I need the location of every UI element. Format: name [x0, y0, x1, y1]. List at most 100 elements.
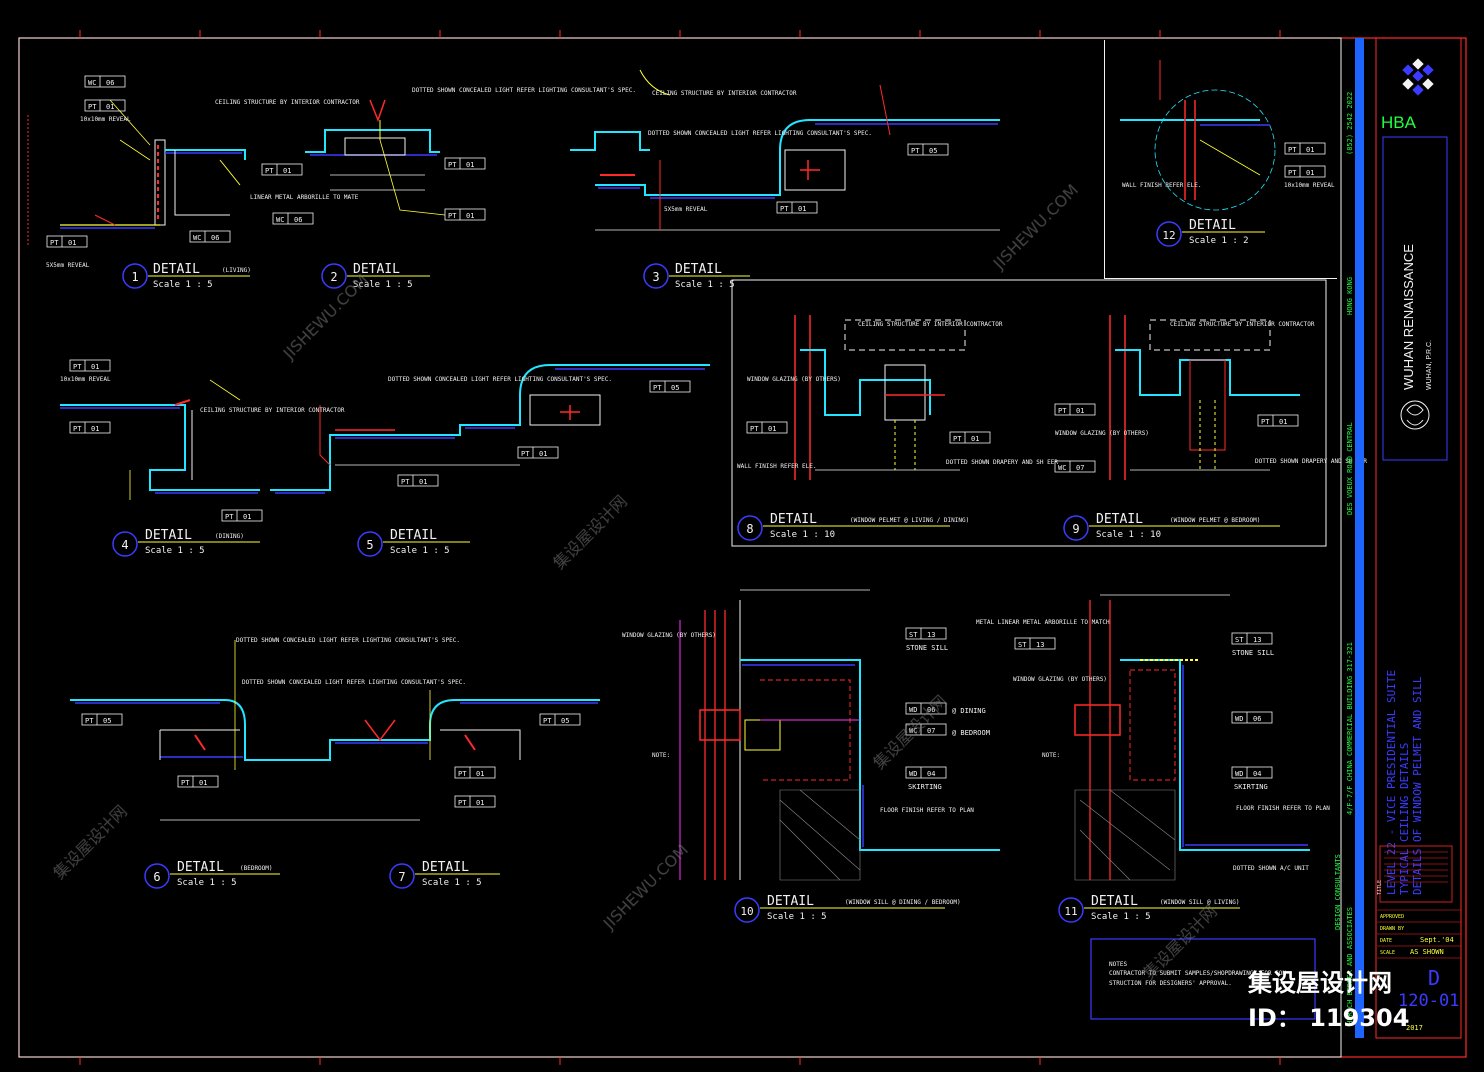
svg-text:PT: PT: [543, 717, 552, 725]
detail-label-4: 4 DETAIL Scale 1 : 5 (DINING): [112, 528, 260, 557]
note-wall-d8: WALL FINISH REFER ELE.: [737, 463, 816, 470]
svg-text:ST: ST: [1018, 641, 1027, 649]
title-panel: [1375, 37, 1462, 1039]
svg-text:Scale 1 : 5: Scale 1 : 5: [767, 912, 827, 922]
annotations: 10x10mm REVEAL 5X5mm REVEAL CEILING STRU…: [46, 87, 1367, 872]
svg-text:集设屋设计网: 集设屋设计网: [549, 492, 630, 573]
detail-label-12: 12 DETAIL Scale 1 : 2: [1156, 218, 1265, 247]
svg-text:Scale 1 : 5: Scale 1 : 5: [390, 546, 450, 556]
svg-text:JISHEWU.COM: JISHEWU.COM: [599, 840, 692, 933]
svg-text:Scale 1 : 5: Scale 1 : 5: [177, 878, 237, 888]
svg-text:PT: PT: [448, 212, 457, 220]
svg-text:01: 01: [466, 212, 474, 220]
svg-text:WD: WD: [1235, 770, 1243, 778]
note-ceiling-d8: CEILING STRUCTURE BY INTERIOR CONTRACTOR: [858, 321, 1003, 328]
svg-text:3: 3: [652, 270, 659, 284]
svg-text:DETAIL: DETAIL: [1096, 512, 1143, 527]
svg-text:Scale 1 : 10: Scale 1 : 10: [770, 530, 835, 540]
svg-text:PT: PT: [73, 363, 82, 371]
project-location: WUHAN, P.R.C.: [1426, 340, 1433, 390]
note-floor-d11: FLOOR FINISH REFER TO PLAN: [1236, 805, 1330, 812]
material-tag-st13-c: ST 13: [1014, 637, 1056, 650]
svg-text:07: 07: [1076, 464, 1084, 472]
svg-text:DETAIL: DETAIL: [767, 894, 814, 909]
year-value: 2017: [1406, 1024, 1423, 1032]
frame-divider-detail-12: [1104, 40, 1105, 278]
svg-text:01: 01: [68, 239, 76, 247]
svg-text:PT: PT: [225, 513, 234, 521]
detail-label-10: 10 DETAIL Scale 1 : 5 (WINDOW SILL @ DIN…: [734, 894, 961, 923]
svg-text:Scale 1 : 5: Scale 1 : 5: [675, 280, 735, 290]
title-bar-blue: [1355, 38, 1364, 1038]
note-ceiling-d3: CEILING STRUCTURE BY INTERIOR CONTRACTOR: [652, 90, 797, 97]
svg-text:01: 01: [539, 450, 547, 458]
note-floor-d10: FLOOR FINISH REFER TO PLAN: [880, 807, 974, 814]
svg-text:01: 01: [798, 205, 806, 213]
svg-text:PT: PT: [1261, 418, 1270, 426]
svg-text:12: 12: [1162, 229, 1175, 242]
detail-label-5: 5 DETAIL Scale 1 : 5: [357, 528, 470, 557]
notes-line-1: CONTRACTOR TO SUBMIT SAMPLES/SHOPDRAWING…: [1109, 970, 1290, 977]
svg-text:8: 8: [746, 522, 753, 536]
svg-text:@ BEDROOM: @ BEDROOM: [952, 729, 990, 737]
notes-heading: NOTES: [1109, 961, 1127, 968]
svg-text:WD: WD: [909, 770, 917, 778]
svg-text:01: 01: [91, 363, 99, 371]
notes-line-2: STRUCTION FOR DESIGNERS' APPROVAL.: [1109, 980, 1232, 987]
svg-text:05: 05: [929, 147, 937, 155]
note-lighting-d6: DOTTED SHOWN CONCEALED LIGHT REFER LIGHT…: [236, 637, 460, 644]
note-ceiling-d4: CEILING STRUCTURE BY INTERIOR CONTRACTOR: [200, 407, 345, 414]
detail-1-drawing: [27, 99, 246, 245]
note-ceiling-d1: CEILING STRUCTURE BY INTERIOR CONTRACTOR: [215, 99, 360, 106]
svg-text:01: 01: [1279, 418, 1287, 426]
svg-text:DETAIL: DETAIL: [422, 860, 469, 875]
svg-text:13: 13: [927, 631, 935, 639]
svg-text:PT: PT: [1288, 146, 1297, 154]
svg-text:PT: PT: [653, 384, 662, 392]
svg-text:13: 13: [1036, 641, 1044, 649]
svg-text:01: 01: [91, 425, 99, 433]
hba-logo-icon: [1402, 58, 1434, 96]
renaissance-logo-icon: [1400, 400, 1430, 430]
svg-text:04: 04: [1253, 770, 1261, 778]
svg-text:05: 05: [561, 717, 569, 725]
note-reveal-d1: 10x10mm REVEAL: [80, 116, 131, 123]
material-tag-pt01-i: PT 01: [69, 359, 111, 372]
project-panel: [1382, 136, 1448, 461]
svg-text:01: 01: [476, 770, 484, 778]
note-metal-d11: METAL LINEAR METAL ARBORILLE TO MATCH: [976, 619, 1110, 626]
drawing-no: D: [1428, 966, 1440, 990]
svg-text:(BEDROOM): (BEDROOM): [240, 865, 273, 872]
detail-label-9: 9 DETAIL Scale 1 : 10 (WINDOW PELMET @ B…: [1063, 512, 1280, 541]
svg-text:4: 4: [121, 538, 128, 552]
brand-watermark: 集设屋设计网: [1247, 969, 1392, 997]
svg-text:WC: WC: [276, 216, 284, 224]
detail-5-drawing: [270, 364, 710, 494]
svg-text:PT: PT: [1058, 407, 1067, 415]
svg-text:PT: PT: [448, 161, 457, 169]
approved-label: APPROVED: [1380, 914, 1404, 920]
svg-text:(WINDOW PELMET @ LIVING / DINI: (WINDOW PELMET @ LIVING / DINING): [850, 517, 969, 524]
svg-text:PT: PT: [85, 717, 94, 725]
svg-text:Scale 1 : 5: Scale 1 : 5: [153, 280, 213, 290]
svg-text:01: 01: [1306, 146, 1314, 154]
detail-4-drawing: [60, 379, 260, 500]
note-lighting-d5: DOTTED SHOWN CONCEALED LIGHT REFER LIGHT…: [388, 376, 612, 383]
scale-label: SCALE: [1380, 950, 1395, 956]
note-reveal5-d3: 5X5mm REVEAL: [664, 206, 708, 213]
svg-text:Scale 1 : 5: Scale 1 : 5: [1091, 912, 1151, 922]
note-reveal-d4: 10x10mm REVEAL: [60, 376, 111, 383]
svg-text:DETAIL: DETAIL: [177, 860, 224, 875]
firm-address: HIRSCH BEDNER AND ASSOCIATES DESIGN CONS…: [1334, 92, 1354, 1025]
svg-text:DETAIL: DETAIL: [1189, 218, 1236, 233]
renaissance-mark-icon: [1406, 404, 1424, 426]
